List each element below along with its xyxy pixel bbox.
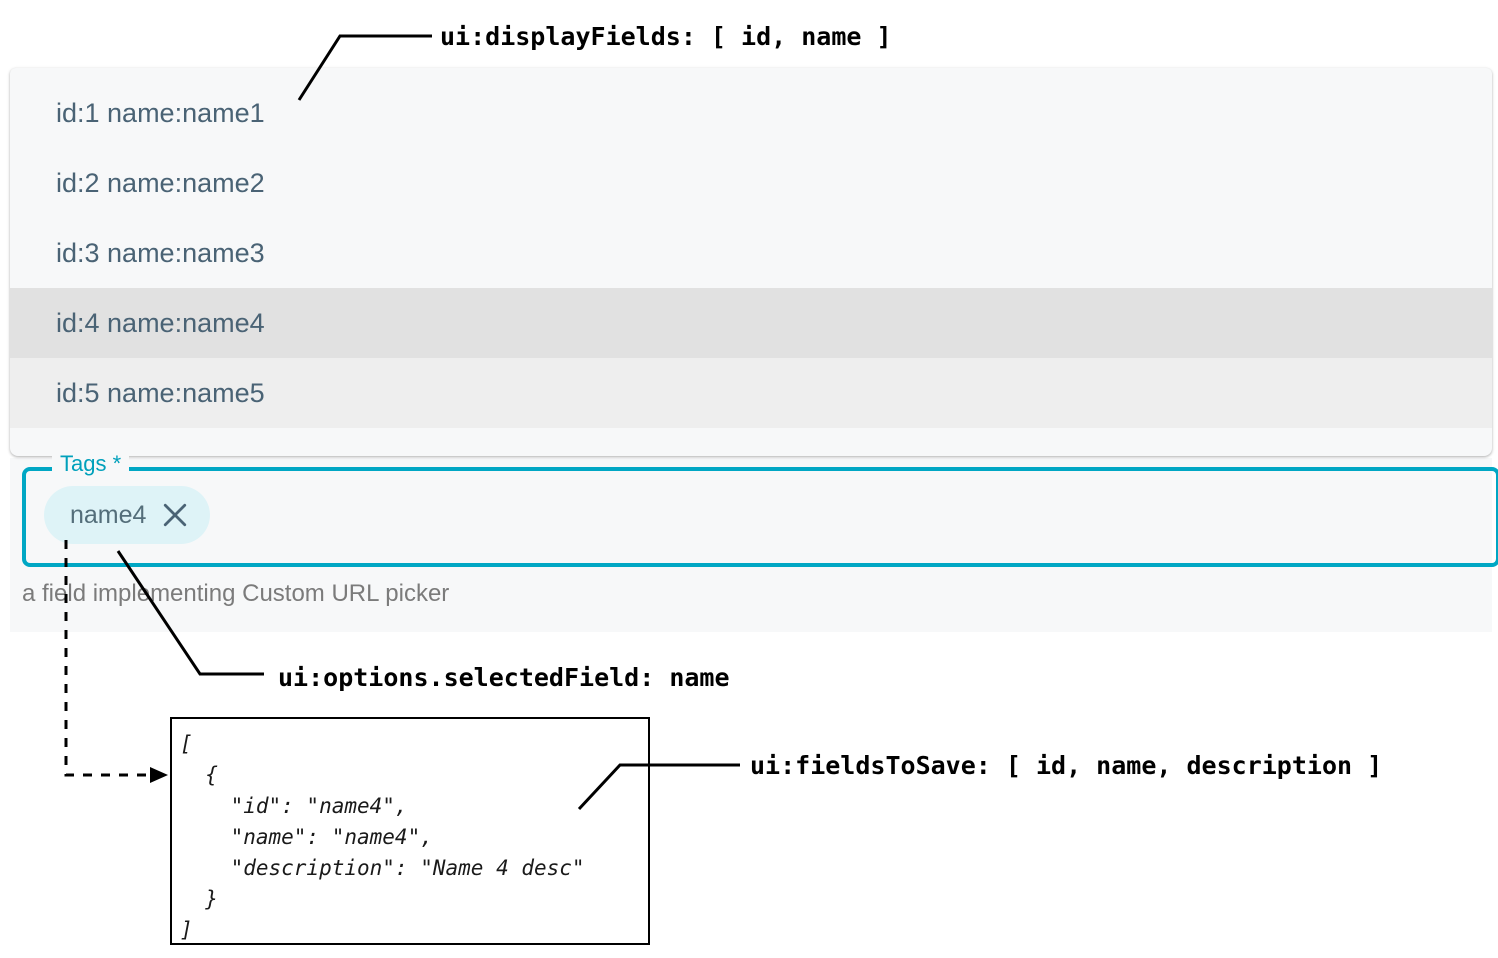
list-item[interactable]: id:2 name:name2 [56,168,265,198]
tags-field-outline [22,467,1498,567]
picker-results-panel: id:1 name:name1 id:2 name:name2 id:3 nam… [10,68,1492,456]
tag-chip-label: name4 [70,500,147,529]
tags-field-label: Tags * [52,451,130,477]
saved-value-json: [ { "id": "name4", "name": "name4", "des… [180,732,585,942]
annotation-display-fields: ui:displayFields: [ id, name ] [440,22,892,51]
saved-value-code-box: [ { "id": "name4", "name": "name4", "des… [170,717,650,945]
tags-field-helper-text: a field implementing Custom URL picker [22,580,450,607]
list-item-selected[interactable]: id:4 name:name4 [10,288,1492,358]
list-item[interactable]: id:3 name:name3 [56,238,265,268]
list-item[interactable]: id:5 name:name5 [10,358,1492,428]
annotation-selected-field: ui:options.selectedField: name [278,663,730,692]
close-icon[interactable] [162,502,188,528]
picker-results-list: id:1 name:name1 id:2 name:name2 id:3 nam… [10,78,1492,428]
tags-field[interactable]: Tags * name4 [22,451,1498,567]
annotation-fields-to-save: ui:fieldsToSave: [ id, name, description… [750,751,1383,780]
arrowhead-icon [150,767,168,783]
list-item[interactable]: id:1 name:name1 [56,98,265,128]
tag-chip[interactable]: name4 [44,486,211,544]
